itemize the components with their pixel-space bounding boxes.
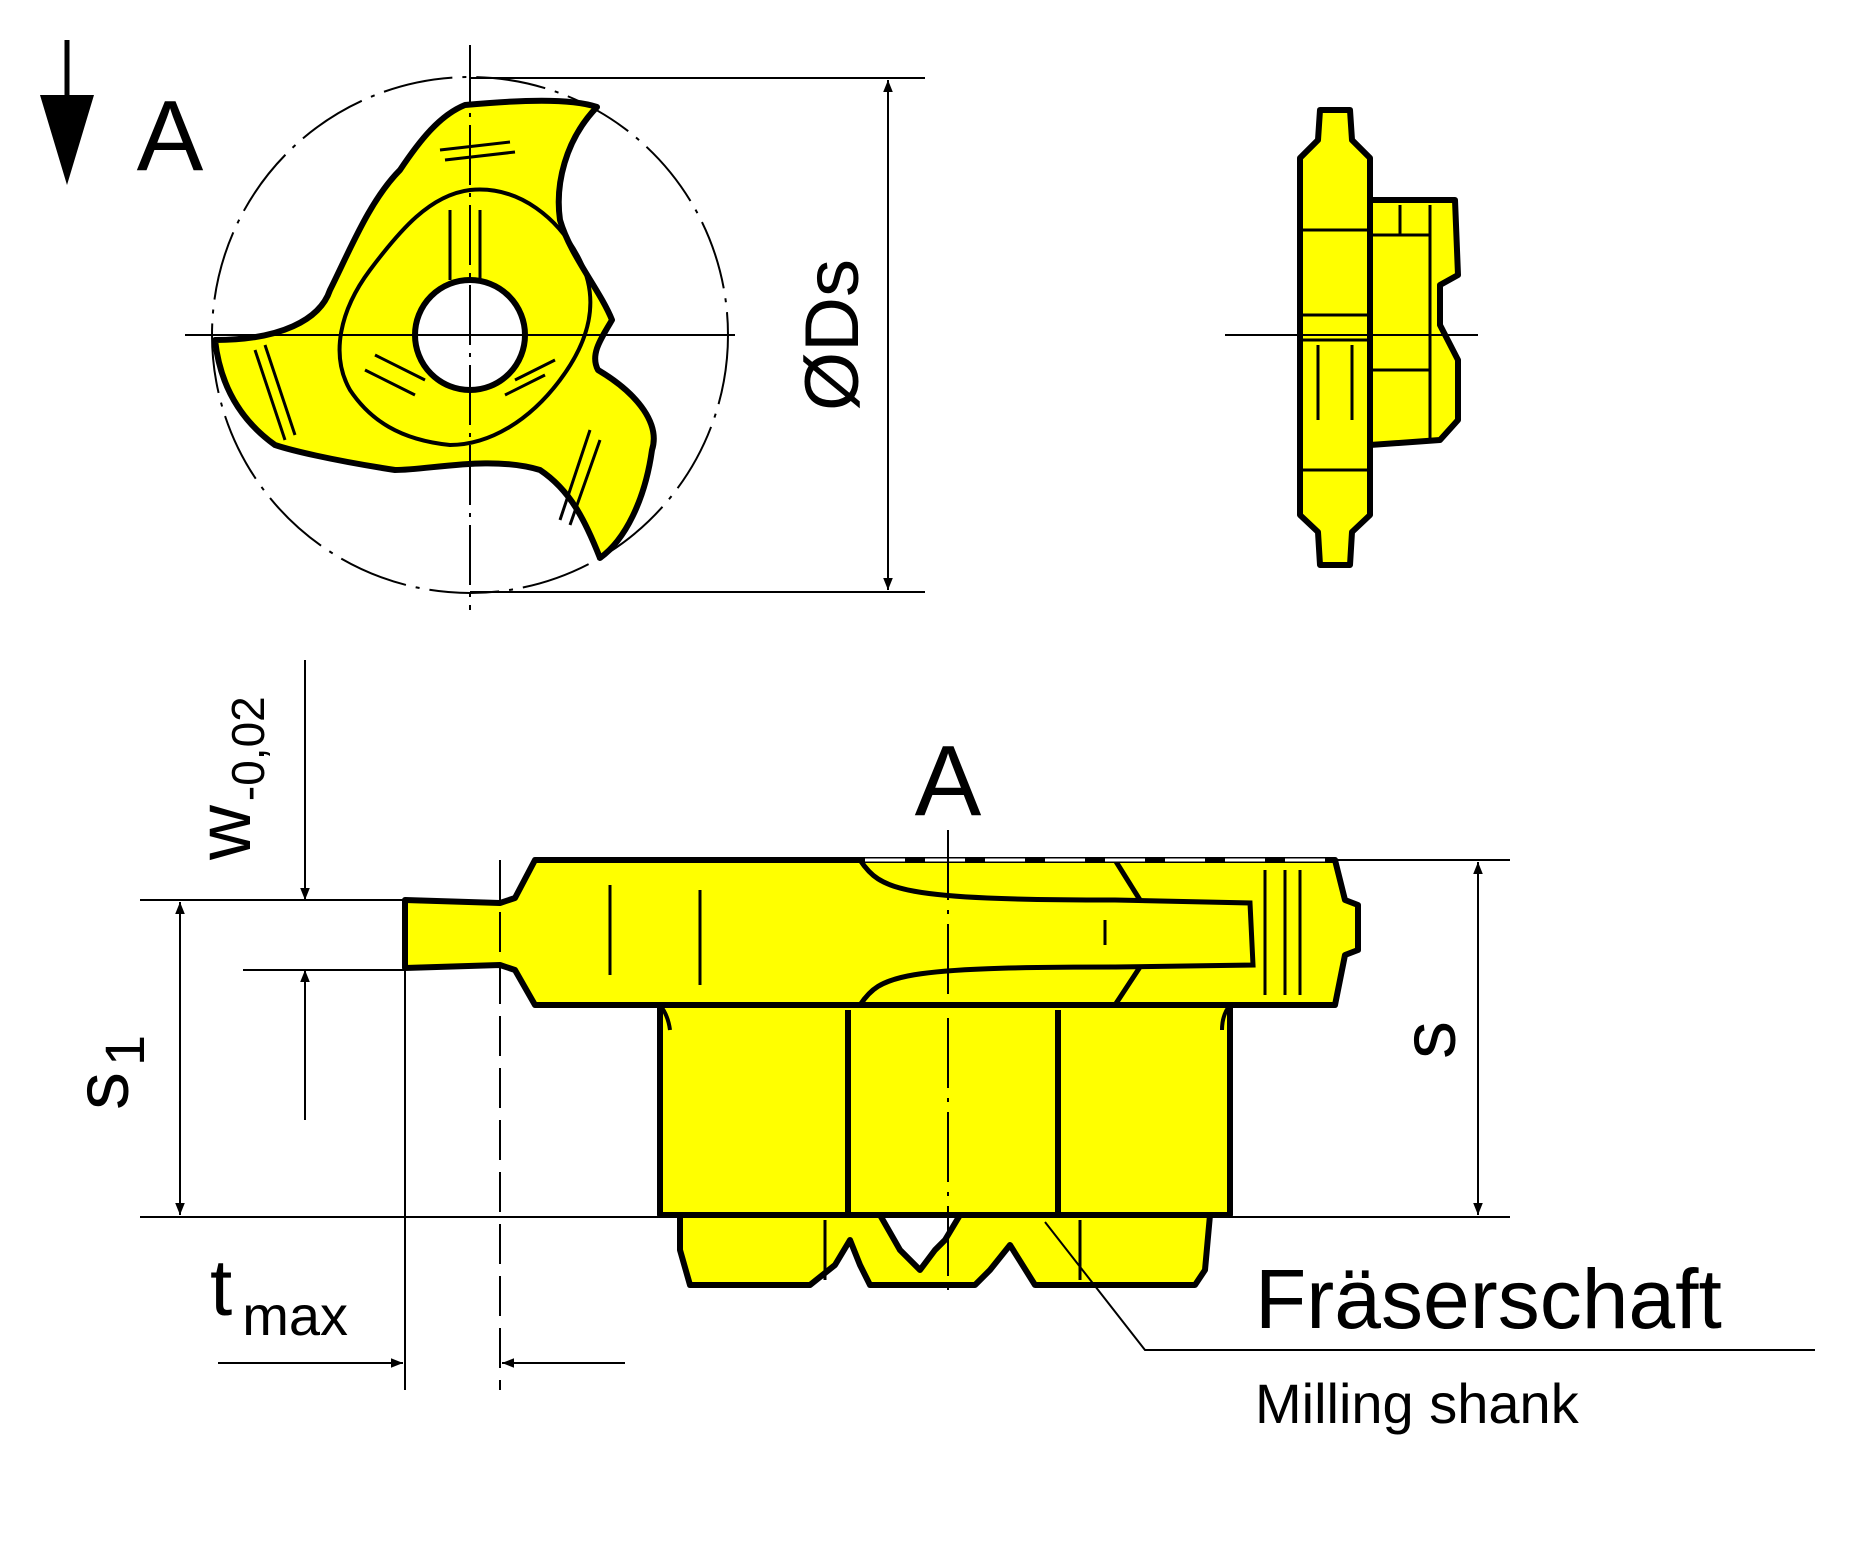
- shank-callout: Fräserschaft Milling shank: [1044, 1221, 1815, 1435]
- main-cutting-slot: [857, 858, 1256, 1007]
- insert-land-lines: [253, 140, 602, 526]
- w-dimension: w-0,02: [182, 660, 405, 1120]
- s1-label: s1: [60, 1035, 156, 1110]
- front-view-insert: [185, 45, 735, 610]
- diameter-dimension: ØDs: [470, 77, 925, 593]
- s1-label-sub: 1: [93, 1035, 156, 1066]
- side-view-insert: [1225, 107, 1478, 568]
- s-dimension: s: [1230, 859, 1510, 1218]
- w-label-main: w: [182, 804, 267, 861]
- view-arrow-a: A: [40, 40, 204, 192]
- main-hub: [657, 1002, 1233, 1218]
- tmax-label-main: t: [210, 1243, 232, 1332]
- main-view-insert: [402, 830, 1361, 1295]
- shank-label-en: Milling shank: [1255, 1372, 1580, 1435]
- shank-label-de: Fräserschaft: [1255, 1252, 1722, 1346]
- w-label-tol: -0,02: [222, 696, 274, 801]
- side-view-hub: [1367, 197, 1461, 448]
- side-view-disc: [1297, 107, 1373, 568]
- view-a-label: A: [915, 725, 982, 837]
- s-label: s: [1387, 1021, 1472, 1059]
- insert-inner-triangle: [337, 187, 593, 448]
- main-shank-teeth: [677, 1212, 1213, 1288]
- s1-label-main: s: [60, 1072, 145, 1110]
- s1-dimension: s1: [60, 899, 660, 1218]
- diameter-label: ØDs: [790, 259, 875, 411]
- w-label: w-0,02: [182, 696, 274, 861]
- view-arrow-label: A: [137, 80, 204, 192]
- tmax-label-sub: max: [242, 1284, 348, 1347]
